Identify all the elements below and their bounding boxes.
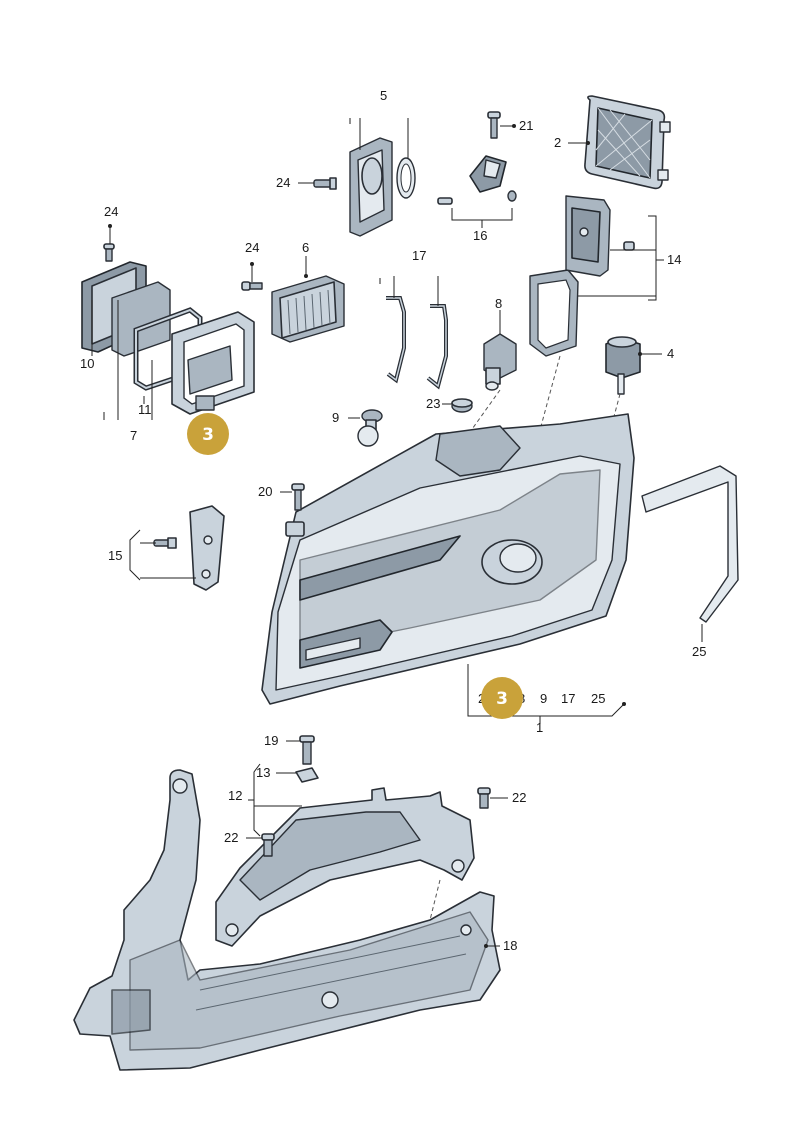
part-12-bracket[interactable]	[215, 787, 475, 947]
label-19: 19	[264, 733, 278, 748]
label-10: 10	[80, 356, 94, 371]
label-4: 4	[667, 346, 674, 361]
part-18-carrier[interactable]	[73, 769, 501, 1071]
label-24-b: 24	[104, 204, 118, 219]
label-17: 17	[412, 248, 426, 263]
label-25: 25	[692, 644, 706, 659]
label-7: 7	[130, 428, 137, 443]
label-2: 2	[554, 135, 561, 150]
part-25-trim[interactable]	[641, 465, 739, 623]
label-5: 5	[380, 88, 387, 103]
part-14-cap[interactable]	[565, 195, 635, 277]
label-9: 9	[332, 410, 339, 425]
label-group1-25: 25	[591, 691, 605, 706]
part-20-screw[interactable]	[291, 483, 305, 511]
part-24-screw-c[interactable]	[241, 281, 263, 291]
label-24-c: 24	[245, 240, 259, 255]
part-17-clips[interactable]	[386, 296, 448, 390]
label-22-a: 22	[512, 790, 526, 805]
label-group1-17: 17	[561, 691, 575, 706]
part-9-ballpin[interactable]	[357, 409, 383, 447]
label-14: 14	[667, 252, 681, 267]
part-13-nut[interactable]	[295, 767, 319, 783]
part-1-headlight[interactable]	[261, 413, 635, 705]
label-1: 1	[536, 720, 543, 735]
badge-3-bottom-text: 3	[496, 689, 508, 709]
part-21-screw[interactable]	[487, 111, 501, 139]
badge-3-top[interactable]: 3	[187, 413, 229, 455]
label-13: 13	[256, 765, 270, 780]
label-22-b: 22	[224, 830, 238, 845]
part-4-socket[interactable]	[605, 336, 641, 395]
label-18: 18	[503, 938, 517, 953]
part-2-cover[interactable]	[584, 95, 671, 190]
part-5-cap[interactable]	[349, 137, 416, 237]
label-21: 21	[519, 118, 533, 133]
badge-3-top-text: 3	[202, 425, 214, 445]
part-15-bracket[interactable]	[153, 505, 225, 591]
label-16: 16	[473, 228, 487, 243]
part-14-gasket[interactable]	[529, 269, 579, 357]
part-22-screw-a[interactable]	[477, 787, 491, 809]
part-24-screw-a[interactable]	[313, 177, 337, 190]
label-8: 8	[495, 296, 502, 311]
label-group1-9: 9	[540, 691, 547, 706]
badge-3-bottom[interactable]: 3	[481, 677, 523, 719]
label-20: 20	[258, 484, 272, 499]
part-23-plug[interactable]	[451, 398, 473, 413]
part-24-screw-b[interactable]	[103, 243, 115, 262]
part-10-panel[interactable]	[81, 261, 171, 357]
part-6-ballast[interactable]	[271, 275, 345, 343]
part-7-frame[interactable]	[171, 311, 255, 415]
part-19-screw[interactable]	[299, 735, 315, 765]
label-15: 15	[108, 548, 122, 563]
label-6: 6	[302, 240, 309, 255]
part-8-adjuster[interactable]	[483, 333, 517, 391]
part-16-module[interactable]	[437, 155, 517, 205]
label-23: 23	[426, 396, 440, 411]
label-11: 11	[138, 402, 152, 417]
label-12: 12	[228, 788, 242, 803]
part-22-screw-b[interactable]	[261, 833, 275, 857]
label-24-a: 24	[276, 175, 290, 190]
